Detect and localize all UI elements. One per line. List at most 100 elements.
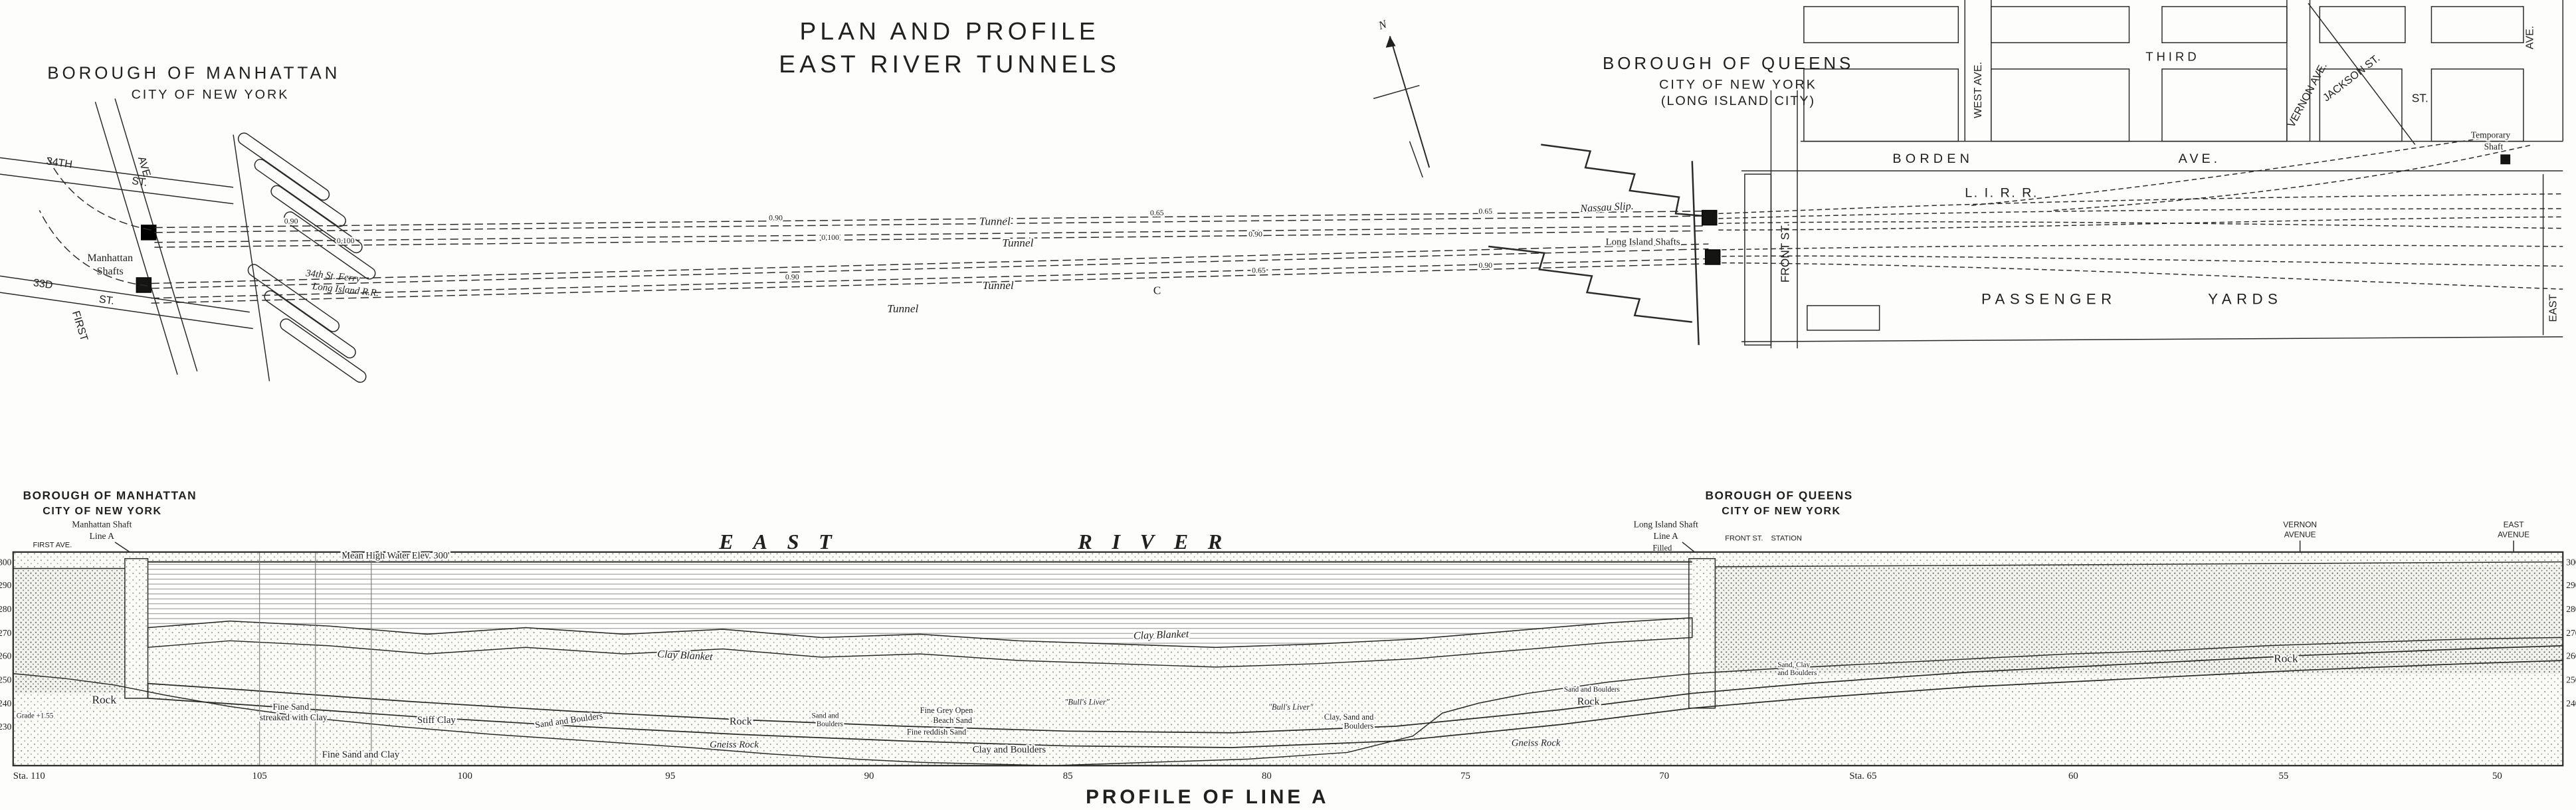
station-label: 75 xyxy=(1460,771,1470,781)
tunnel-approach-curves xyxy=(39,154,151,286)
plan-queens: BOROUGH OF QUEENS CITY OF NEW YORK (LONG… xyxy=(1488,0,2563,349)
elev-right-value: 250' xyxy=(2566,674,2576,684)
elevation-scale-left: 300 290 280 270 260 250 240 230 xyxy=(0,557,12,732)
station-callout: STATION xyxy=(1771,534,1802,542)
street-34th-st-label: ST. xyxy=(131,175,148,189)
profile-frame xyxy=(12,551,2564,767)
profile-manhattan-city: CITY OF NEW YORK xyxy=(43,505,161,517)
grade-annotation: 0.90 xyxy=(1478,260,1492,270)
manhattan-shaft-profile xyxy=(124,557,149,699)
station-label: 80 xyxy=(1262,771,1272,781)
grade-annotation: 0.65 xyxy=(1478,206,1492,215)
sheet-title-line2: EAST RIVER TUNNELS xyxy=(779,50,1120,78)
clay-blanket-label: Clay Blanket xyxy=(1134,629,1189,642)
manhattan-piers xyxy=(237,132,376,383)
profile-queens-borough: BOROUGH OF QUEENS xyxy=(1706,489,1853,502)
long-island-shafts xyxy=(1701,209,1721,265)
elev-right-value: 300' xyxy=(2566,557,2576,567)
sand-boulders-label: Boulders xyxy=(817,720,843,728)
east-ave-callout-2: AVENUE xyxy=(2498,530,2529,540)
bulls-liver-label: "Bull's Liver" xyxy=(1064,698,1110,707)
grade-annotation: 0.90 xyxy=(769,213,783,222)
elev-right-value: 290' xyxy=(2566,580,2576,590)
clay-boulders-label: Clay and Boulders xyxy=(973,744,1046,755)
yards-label: YARDS xyxy=(2208,290,2282,307)
east-ave-callout-1: EAST xyxy=(2504,520,2524,530)
fine-grey-label: Fine Grey Open xyxy=(920,706,973,715)
long-island-shafts-label: Long Island Shafts xyxy=(1606,237,1680,247)
elev-left-value: 260 xyxy=(0,651,12,661)
fine-sand-clay-label: Fine Sand and Clay xyxy=(322,750,400,760)
tunnel-c-label: Tunnel xyxy=(983,279,1014,292)
lirr-label: L. I. R. R. xyxy=(1965,186,2038,201)
grade-left-label: Grade +1.55 xyxy=(17,712,54,720)
manhattan-shafts-label-1: Manhattan xyxy=(87,253,133,264)
sand-clay-label2: and Boulders xyxy=(1777,669,1817,677)
north-arrow: N xyxy=(1373,17,1431,178)
elev-left-value: 240 xyxy=(0,698,12,708)
elev-right-value: 260' xyxy=(2566,651,2576,661)
fine-grey-label2: Beach Sand xyxy=(933,716,973,725)
temporary-shaft-label-2: Shaft xyxy=(2484,142,2504,152)
front-st-label: FRONT ST. xyxy=(1779,223,1792,282)
profile-manhattan-borough: BOROUGH OF MANHATTAN xyxy=(23,489,197,502)
li-shaft-callout-1: Long Island Shaft xyxy=(1634,520,1699,530)
vernon-callout-2: AVENUE xyxy=(2284,530,2316,540)
grade-annotation: 0.90 xyxy=(1248,229,1262,239)
ferry-label-2: Long Island R.R. xyxy=(311,281,379,299)
profile-body xyxy=(12,551,2564,767)
manhattan-city-label: CITY OF NEW YORK xyxy=(132,87,290,102)
elev-right-value: 240' xyxy=(2566,698,2576,708)
elev-left-value: 290 xyxy=(0,580,12,590)
mhw-label: Mean High Water Elev. 300' xyxy=(342,551,449,561)
sand-boulders-label: Sand and xyxy=(811,712,839,720)
elevation-scale-right: 300' 290' 280' 270' 260' 250' 240' xyxy=(2566,557,2576,709)
rock-label: Rock xyxy=(2274,652,2298,664)
east-river-label-2: RIVER xyxy=(1077,530,1242,554)
st-label: ST. xyxy=(2412,91,2428,104)
li-shaft-callout-2: Line A xyxy=(1654,531,1679,541)
first-ave-callout: FIRST AVE. xyxy=(33,541,72,549)
ave-top-label: AVE. xyxy=(2524,26,2536,49)
station-label: 105 xyxy=(252,771,267,781)
tunnel-c-letter: C xyxy=(1153,284,1161,297)
temporary-shaft-label-1: Temporary xyxy=(2471,130,2511,140)
profile-view: BOROUGH OF MANHATTAN CITY OF NEW YORK Ma… xyxy=(0,489,2576,808)
station-label: 55 xyxy=(2279,771,2289,781)
queens-fill-ground xyxy=(1715,565,2563,674)
elev-left-value: 300 xyxy=(0,557,12,567)
west-ave-label: WEST AVE. xyxy=(1972,62,1984,118)
profile-reference-lines xyxy=(259,552,372,766)
tunnel-c-lines xyxy=(151,243,1709,289)
manhattan-borough-label: BOROUGH OF MANHATTAN xyxy=(47,63,340,83)
profile-queens-city: CITY OF NEW YORK xyxy=(1722,505,1840,517)
profile-title: PROFILE OF LINE A xyxy=(1086,786,1329,808)
tunnel-d-lines xyxy=(151,258,1709,304)
east-street-label: EAST xyxy=(2547,294,2559,322)
plan-manhattan: BOROUGH OF MANHATTAN CITY OF NEW YORK 34… xyxy=(0,63,379,383)
queens-blocks xyxy=(1744,6,2524,346)
station-label: 50 xyxy=(2492,771,2502,781)
gneiss-rock-label: Gneiss Rock xyxy=(1512,738,1561,749)
tunnel-a-label: Tunnel xyxy=(979,215,1011,228)
fine-sand-label2: streaked with Clay xyxy=(260,712,328,722)
station-label: 70 xyxy=(1659,771,1669,781)
manhattan-shafts xyxy=(136,225,157,293)
bulls-liver-label: "Bull's Liver" xyxy=(1268,702,1314,712)
sand-boulders-label: Sand and Boulders xyxy=(1564,686,1620,694)
station-label: Sta. 110 xyxy=(13,771,45,781)
station-label: 85 xyxy=(1063,771,1073,781)
borden-label: BORDEN xyxy=(1892,152,1973,166)
queens-borough-label: BOROUGH OF QUEENS xyxy=(1603,53,1854,73)
third-street-label: THIRD xyxy=(2145,49,2199,63)
plan-view: PLAN AND PROFILE EAST RIVER TUNNELS N BO… xyxy=(0,0,2563,383)
tunnel-b-lines xyxy=(154,225,1706,248)
station-label: 60 xyxy=(2068,771,2078,781)
gneiss-rock-label: Gneiss Rock xyxy=(710,740,759,750)
sand-clay-label: Sand, Clay xyxy=(1777,661,1810,669)
long-island-shaft-profile xyxy=(1688,557,1716,709)
rock-right xyxy=(1051,637,2563,766)
grade-annotation: 0.65 xyxy=(1252,265,1266,274)
yard-track-curves xyxy=(1718,134,2563,290)
street-33d-label: 33D xyxy=(33,276,54,291)
